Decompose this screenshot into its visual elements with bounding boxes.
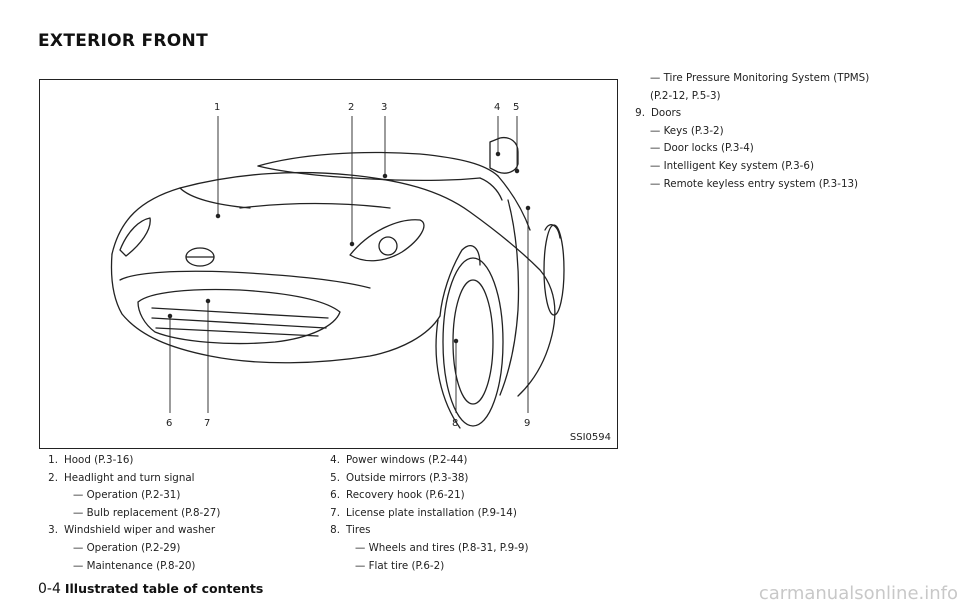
figure-code: SSI0594 — [569, 432, 611, 443]
legend-subitem: — Tire Pressure Monitoring System (TPMS) — [650, 72, 870, 84]
callout-4: 4 — [494, 102, 500, 113]
legend-subitem: — Flat tire (P.6-2) — [355, 559, 445, 572]
legend-subitem: — Operation (P.2-31) — [73, 489, 181, 502]
legend-item: 1.Hood (P.3-16) — [48, 454, 134, 466]
legend-column-3: — Tire Pressure Monitoring System (TPMS)… — [631, 70, 869, 193]
section-title: Illustrated table of contents — [64, 581, 264, 596]
callout-1: 1 — [214, 102, 220, 113]
legend-subitem: — Bulb replacement (P.8-27) — [73, 506, 221, 519]
legend-column-2: 4.Power windows (P.2-44) 5.Outside mirro… — [326, 452, 529, 575]
callout-2: 2 — [348, 102, 354, 113]
legend-item: 9.Doors — [635, 107, 682, 120]
callout-8: 8 — [452, 418, 458, 429]
legend-item: 4.Power windows (P.2-44) — [330, 454, 468, 466]
legend-item: 7.License plate installation (P.9-14) — [330, 506, 517, 519]
legend-subitem: — Maintenance (P.8-20) — [73, 559, 196, 572]
callout-7: 7 — [204, 418, 210, 429]
legend-column-1: 1.Hood (P.3-16) 2.Headlight and turn sig… — [44, 452, 220, 575]
callout-3: 3 — [381, 102, 387, 113]
legend-subitem: — Intelligent Key system (P.3-6) — [650, 159, 814, 172]
legend-item: 6.Recovery hook (P.6-21) — [330, 489, 465, 502]
page-number: 0-4 — [38, 581, 61, 597]
page-title: EXTERIOR FRONT — [38, 31, 208, 51]
legend-item: 5.Outside mirrors (P.3-38) — [330, 471, 469, 484]
legend-subitem: — Wheels and tires (P.8-31, P.9-9) — [355, 541, 529, 554]
callout-9: 9 — [524, 418, 530, 429]
car-line-drawing: 1 2 3 4 5 6 7 8 9 — [110, 102, 565, 429]
legend-item: 2.Headlight and turn signal — [48, 471, 195, 484]
legend-subitem: — Door locks (P.3-4) — [650, 142, 754, 155]
legend-subitem: — Remote keyless entry system (P.3-13) — [650, 177, 859, 190]
legend-subitem: — Keys (P.3-2) — [650, 124, 724, 137]
callout-6: 6 — [166, 418, 172, 429]
legend-item: 3.Windshield wiper and washer — [48, 524, 216, 537]
legend-subitem: — Operation (P.2-29) — [73, 541, 181, 554]
callout-5: 5 — [513, 102, 519, 113]
car-front-illustration: 1 2 3 4 5 6 7 8 9 SSI0594 — [39, 79, 618, 449]
legend-subitem: (P.2-12, P.5-3) — [650, 89, 721, 102]
watermark: carmanualsonline.info — [758, 583, 958, 604]
legend-item: 8.Tires — [330, 524, 371, 537]
